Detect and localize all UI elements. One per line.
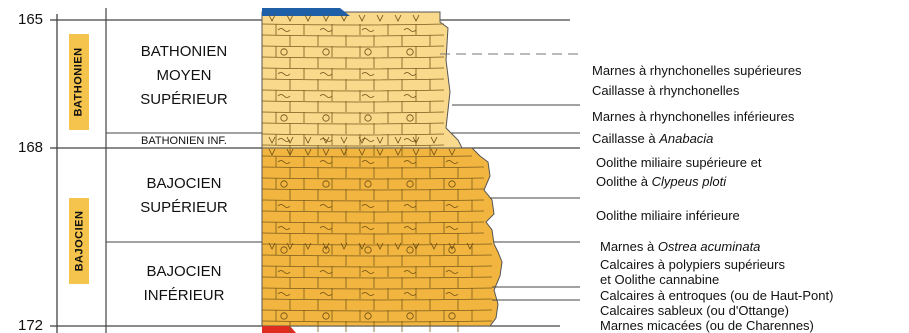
top-marker (262, 8, 350, 16)
bottom-marker (262, 326, 296, 333)
formation-label: Calcaires à polypiers supérieurs (600, 258, 785, 272)
formation-label: Oolithe miliaire inférieure (596, 209, 740, 223)
stage-label-bathonien-moyen-superieur: BATHONIEN MOYEN SUPÉRIEUR (106, 40, 262, 112)
depth-label-165: 165 (18, 12, 43, 27)
formation-label: et Oolithe cannabine (600, 273, 719, 287)
formation-label: Marnes à rhynchonelles supérieures (592, 64, 802, 78)
formation-label: Marnes à rhynchonelles inférieures (592, 110, 794, 124)
formation-label: Marnes à Ostrea acuminata (600, 240, 760, 254)
formation-label: Oolithe miliaire supérieure et (596, 156, 761, 170)
stage-label-bajocien-inferieur: BAJOCIEN INFÉRIEUR (106, 260, 262, 308)
depth-label-172: 172 (18, 318, 43, 333)
formation-label: Marnes micacées (ou de Charennes) (600, 319, 814, 333)
formation-label: Oolithe à Clypeus ploti (596, 175, 726, 189)
period-label-bajocien: BAJOCIEN (69, 198, 89, 284)
depth-label-168: 168 (18, 140, 43, 155)
formation-label: Calcaires sableux (ou d'Ottange) (600, 304, 789, 318)
formation-label: Caillasse à Anabacia (592, 132, 713, 146)
period-label-bathonien: BATHONIEN (69, 34, 89, 130)
stage-label-bajocien-superieur: BAJOCIEN SUPÉRIEUR (106, 172, 262, 220)
formation-label: Calcaires à entroques (ou de Haut-Pont) (600, 289, 833, 303)
formation-label: Caillasse à rhynchonelles (592, 84, 739, 98)
stage-label-bathonien-inf: BATHONIEN INF. (106, 135, 262, 147)
